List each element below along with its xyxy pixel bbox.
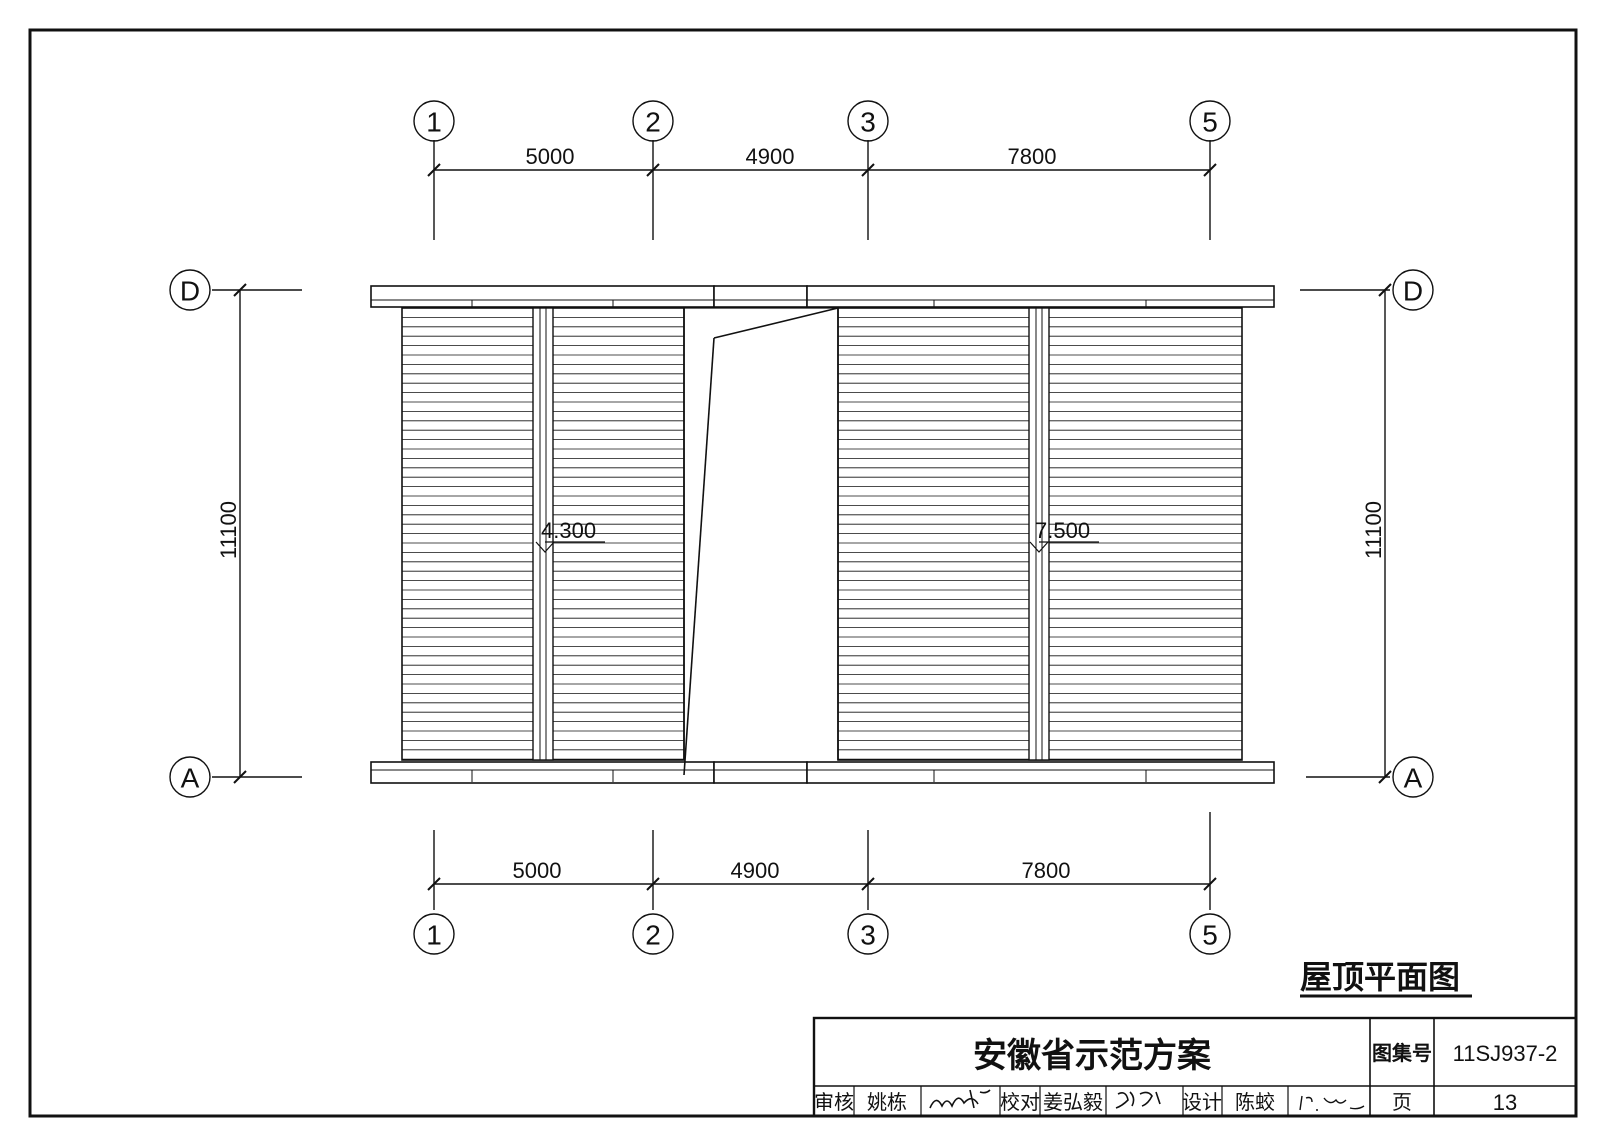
review-label: 审核 (814, 1091, 854, 1114)
dimension-system (169, 100, 1434, 955)
axis-label-5-top: 5 (1202, 107, 1218, 138)
project-name: 安徽省示范方案 (973, 1037, 1212, 1075)
axis-bubble-D-right (1392, 269, 1434, 311)
axis-bubble-3-bottom (847, 913, 889, 955)
axis-bubble-1-top (413, 100, 455, 142)
axis-bubble-A-right (1392, 756, 1434, 798)
axis-label-1-bottom: 1 (426, 920, 442, 951)
page-label: 页 (1392, 1092, 1412, 1114)
design-label: 设计 (1182, 1091, 1222, 1114)
check-label: 校对 (1000, 1091, 1040, 1114)
dim-top-3: 7800 (1008, 144, 1057, 169)
eave-beam-bottom (370, 761, 1275, 784)
title-block (812, 1016, 1578, 1118)
axis-label-3-top: 3 (860, 107, 876, 138)
designer-name: 陈蛟 (1235, 1091, 1275, 1114)
axis-bubble-1-bottom (413, 913, 455, 955)
axis-label-D-left: D (180, 276, 200, 307)
axis-bubble-A-left (169, 756, 211, 798)
page-number: 13 (1493, 1090, 1517, 1115)
elevation-marker-left (535, 541, 605, 553)
axis-label-5-bottom: 5 (1202, 920, 1218, 951)
elevation-marker-right (1029, 541, 1099, 553)
dim-left: 11100 (216, 501, 241, 559)
checker-name: 姜弘毅 (1043, 1091, 1103, 1114)
dim-top-2: 4900 (746, 144, 795, 169)
axis-label-D-right: D (1403, 276, 1423, 307)
ridge-band-right (1028, 307, 1050, 761)
axis-bubble-2-bottom (632, 913, 674, 955)
axis-bubble-5-top (1189, 100, 1231, 142)
axis-label-A-right: A (1404, 763, 1423, 794)
axis-bubble-D-left (169, 269, 211, 311)
axis-label-2-bottom: 2 (645, 920, 661, 951)
roof-plan (370, 285, 1275, 784)
dim-top-1: 5000 (526, 144, 575, 169)
axis-label-1-top: 1 (426, 107, 442, 138)
signature-designer (1299, 1095, 1365, 1111)
elevation-label-left: 4.300 (541, 518, 596, 543)
dim-bottom-1: 5000 (513, 858, 562, 883)
signature-checker (1115, 1091, 1161, 1109)
drawing-title: 屋顶平面图 (1300, 959, 1460, 995)
axis-label-3-bottom: 3 (860, 920, 876, 951)
axis-label-2-top: 2 (645, 107, 661, 138)
dim-bottom-2: 4900 (731, 858, 780, 883)
atlas-label: 图集号 (1372, 1041, 1432, 1065)
ridge-band-left (532, 307, 554, 761)
axis-bubble-5-bottom (1189, 913, 1231, 955)
reviewer-name: 姚栋 (867, 1091, 907, 1114)
eave-beam-top (370, 285, 1275, 308)
dim-bottom-3: 7800 (1022, 858, 1071, 883)
elevation-label-right: 7.500 (1035, 518, 1090, 543)
axis-bubble-2-top (632, 100, 674, 142)
atlas-number: 11SJ937-2 (1453, 1041, 1558, 1066)
sheet-border (28, 28, 1578, 1118)
central-opening (683, 307, 839, 776)
signature-reviewer (929, 1089, 991, 1109)
dim-right: 11100 (1361, 501, 1386, 559)
axis-bubble-3-top (847, 100, 889, 142)
axis-label-A-left: A (181, 763, 200, 794)
